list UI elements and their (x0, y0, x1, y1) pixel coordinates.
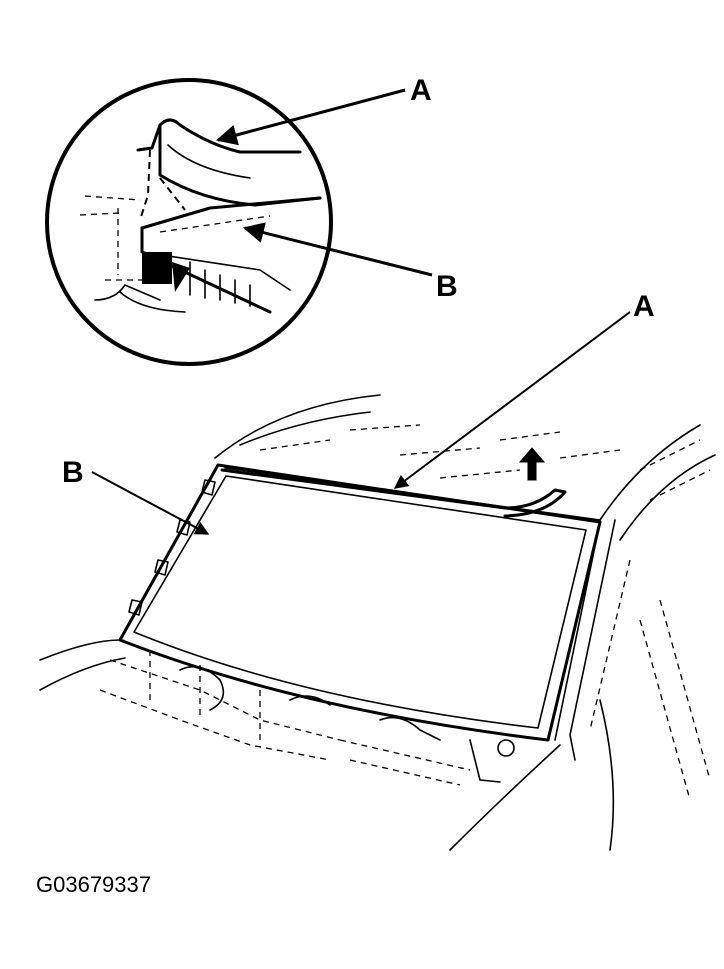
detail-label-b: B (436, 270, 458, 303)
inset-leader-a (215, 88, 406, 146)
cowl-and-hood (39, 639, 515, 786)
main-label-a: A (633, 290, 655, 323)
vehicle-view: A B (39, 290, 716, 851)
detail-label-a: A (410, 74, 432, 107)
detail-inset: A B (45, 74, 458, 366)
roof-panel (214, 394, 716, 541)
main-leader-b (91, 471, 210, 535)
removal-direction-arrow (518, 447, 546, 481)
inset-leader-b (242, 222, 433, 277)
right-a-pillar (449, 519, 711, 851)
figure-id: G03679337 (36, 872, 151, 897)
inset-glass-b (140, 196, 322, 314)
main-leader-a (393, 311, 631, 489)
top-molding (220, 447, 567, 518)
main-label-b: B (62, 456, 84, 489)
